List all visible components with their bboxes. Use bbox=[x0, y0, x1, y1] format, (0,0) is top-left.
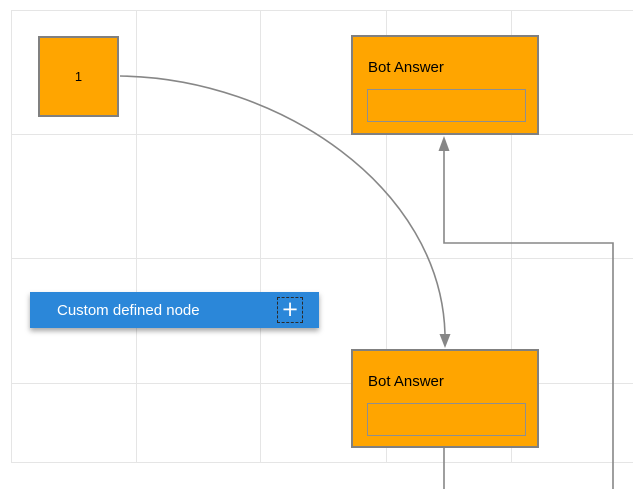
node-custom-defined[interactable]: Custom defined node + bbox=[30, 292, 319, 328]
elbow-connector[interactable] bbox=[443, 151, 614, 489]
node-start-label: 1 bbox=[74, 69, 83, 84]
custom-node-label: Custom defined node bbox=[57, 301, 200, 319]
node-text-field[interactable] bbox=[367, 89, 526, 122]
node-start[interactable]: 1 bbox=[38, 36, 119, 117]
node-bot-answer-top[interactable]: Bot Answer bbox=[351, 35, 539, 135]
node-bot-answer-bottom[interactable]: Bot Answer bbox=[351, 349, 539, 448]
plus-icon: + bbox=[281, 296, 299, 321]
arrow-up-icon bbox=[438, 136, 450, 151]
node-title: Bot Answer bbox=[368, 59, 444, 76]
node-title: Bot Answer bbox=[368, 373, 444, 390]
curve-connector[interactable] bbox=[119, 75, 446, 335]
connectors bbox=[119, 75, 614, 489]
node-text-field[interactable] bbox=[367, 403, 526, 436]
add-port-button[interactable]: + bbox=[277, 297, 303, 323]
arrow-down-icon bbox=[439, 334, 451, 348]
